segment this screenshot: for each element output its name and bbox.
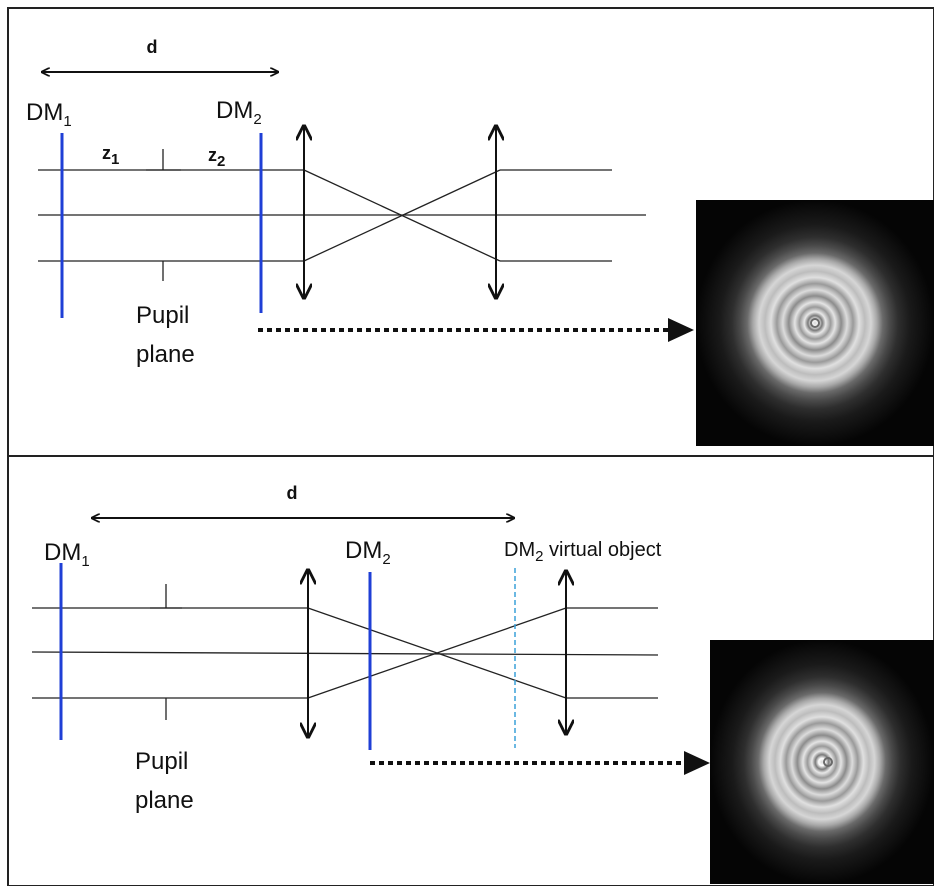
top-z1-label: z1 [102, 143, 119, 168]
bottom-dm1-label: DM1 [44, 539, 90, 570]
bottom-dotted-arrow-head [684, 751, 710, 775]
top-psf-image [696, 200, 934, 446]
top-psf-center [810, 318, 820, 328]
bottom-virtual-object-label: DM2 virtual object [504, 539, 662, 565]
bottom-psf-image [710, 640, 934, 884]
outer-frame [7, 7, 934, 886]
bottom-dm2-label: DM2 [345, 537, 391, 568]
bottom-ray-axis [31, 651, 659, 656]
top-pupil-label: Pupil [136, 302, 189, 329]
bottom-pupil-label-line2: plane [135, 787, 194, 814]
top-distance-label: d [147, 37, 158, 57]
bottom-pupil-label: Pupil [135, 748, 188, 775]
top-z2-label: z2 [208, 145, 225, 170]
bottom-panel: d DM1 DM2 DM2 virtual object Pupil plane [31, 483, 934, 884]
top-ray-cross-2 [303, 169, 501, 262]
top-dm1-label: DM1 [26, 99, 72, 130]
top-dm2-label: DM2 [216, 97, 262, 128]
top-dotted-arrow-head [668, 318, 694, 342]
top-pupil-label-line2: plane [136, 341, 195, 368]
bottom-distance-label: d [287, 483, 298, 503]
bottom-ray-cross-2 [307, 607, 567, 699]
bottom-psf-center [823, 757, 833, 767]
top-panel: d DM1 DM2 z1 z2 Pupil plane [26, 37, 934, 446]
